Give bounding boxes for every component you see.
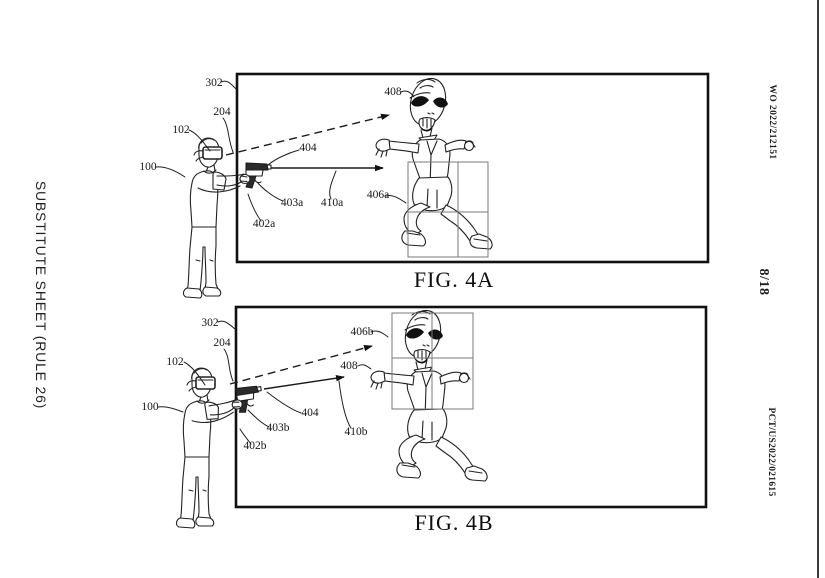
alien-character-4b (370, 305, 488, 482)
ref-headset-4a: 102 (172, 124, 190, 136)
fig4a-caption: FIG. 4A (414, 267, 494, 292)
ref-user-4b: 100 (141, 401, 159, 413)
ref-user-4a: 100 (139, 161, 157, 173)
ref-screen-4a: 302 (205, 77, 223, 89)
aim-ray-arrow-4b (263, 375, 345, 390)
target-bounding-box-4b (391, 312, 474, 410)
ref-controller-pose-4a: 403a (281, 197, 303, 209)
ref-character-4a: 408 (384, 86, 402, 98)
page-edge-rule (817, 0, 819, 578)
figure-4a: 302 204 102 100 404 403a 402a 410a 408 4… (139, 72, 710, 299)
ref-gaze-line-4a: 204 (213, 106, 231, 118)
ref-controller-4a: 404 (299, 142, 317, 154)
ref-screen-4b: 302 (201, 317, 219, 329)
leader-lines-4b (157, 320, 389, 445)
ref-headset-4b: 102 (166, 356, 184, 368)
gaze-direction-arrow-4a (225, 113, 390, 156)
ref-target-box-4a: 406a (367, 189, 389, 201)
leader-lines-4a (155, 80, 415, 222)
ref-aim-ray-4a: 410a (321, 197, 343, 209)
user-figure-4a (182, 137, 223, 299)
gaze-direction-arrow-4b (229, 344, 373, 385)
ref-controller-4b: 404 (301, 407, 319, 419)
ref-target-box-4b: 406b (351, 326, 374, 338)
ref-character-4b: 408 (340, 360, 358, 372)
fig4b-caption: FIG. 4B (414, 510, 493, 535)
display-screen-outline-4a (235, 72, 710, 264)
user-figure-4b (175, 367, 216, 529)
target-bounding-box-4a (407, 161, 489, 258)
ref-aim-ray-4b: 410b (345, 426, 368, 438)
ref-controller-pose-4b: 403b (267, 422, 290, 434)
ref-hand-4b: 402b (244, 440, 267, 452)
ref-hand-4a: 402a (253, 218, 275, 230)
ref-gaze-line-4b: 204 (213, 337, 231, 349)
figure-4b: 302 204 102 100 404 403b 402b 410b 408 4… (141, 305, 708, 535)
